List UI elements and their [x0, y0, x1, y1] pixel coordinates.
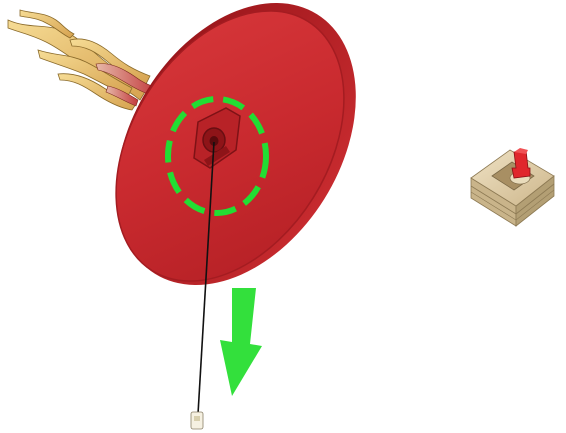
flame-tendrils — [8, 10, 158, 110]
switch-module — [471, 148, 554, 226]
small-pin-part — [191, 412, 203, 429]
red-disc — [67, 0, 406, 329]
arrow-down-icon — [220, 288, 262, 396]
